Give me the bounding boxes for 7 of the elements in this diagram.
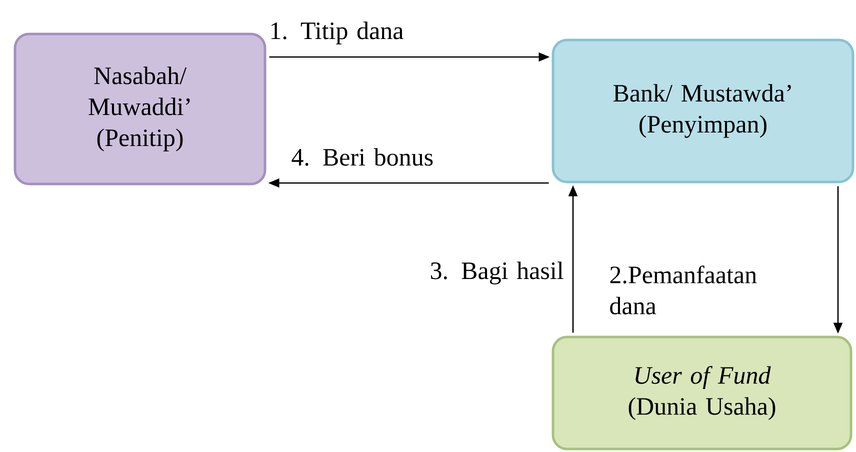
- process-box: User of Fund (Dunia Usaha): [552, 336, 852, 450]
- edge-label: 4. Beri bonus: [292, 148, 433, 166]
- process-box: Nasabah/ Muwaddi’ (Penitip): [14, 32, 266, 186]
- process-box: Bank/ Mustawda’ (Penyimpan): [552, 38, 854, 184]
- edge-label: 3. Bagi hasil: [430, 262, 564, 284]
- edge-label: 2.Pemanfaatan dana: [610, 266, 757, 314]
- edge-label: 1. Titip dana: [271, 22, 404, 44]
